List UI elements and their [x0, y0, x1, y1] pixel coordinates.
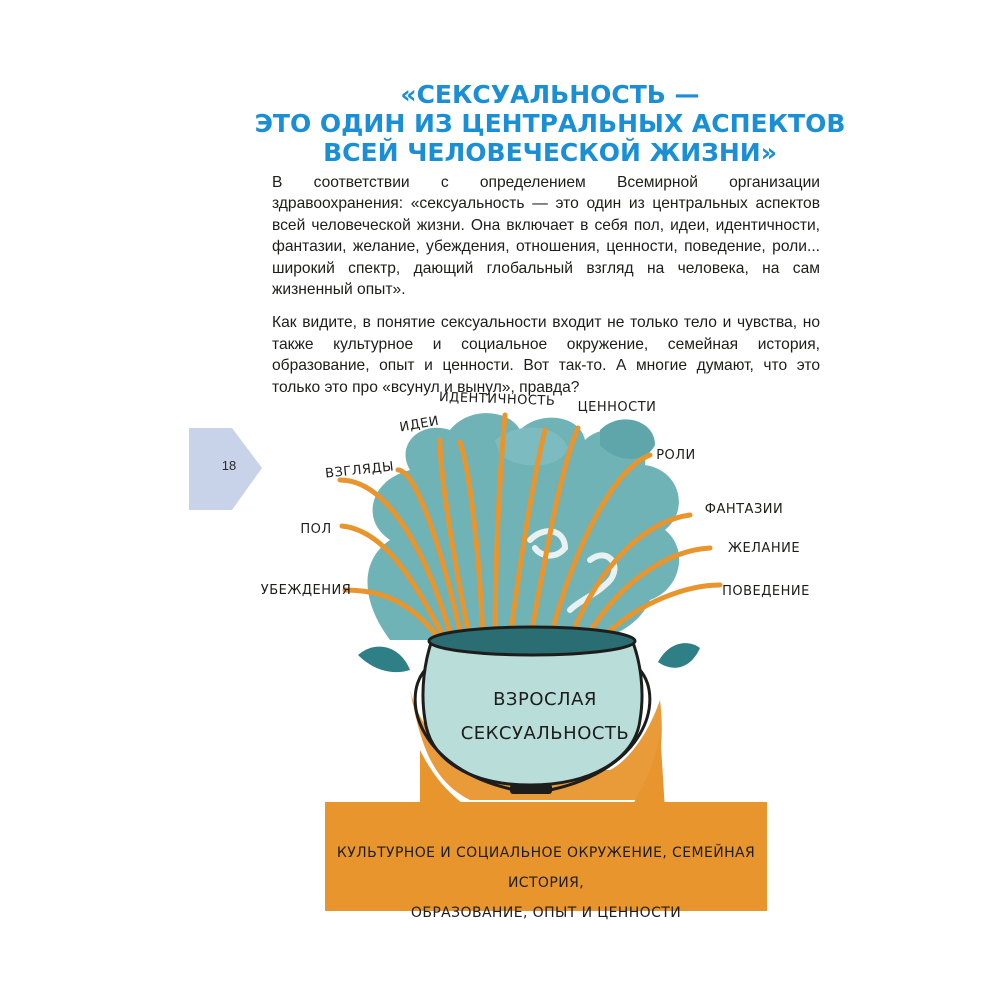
pot-label: Взрослая сексуальность [455, 683, 635, 751]
label-ideas: ИДЕИ [398, 414, 440, 436]
leaf-right [658, 643, 700, 668]
pot [413, 625, 652, 794]
page-number: 18 [221, 458, 237, 473]
foundation-block [325, 802, 767, 911]
foundation-label-line-1: Культурное и социальное окружение, семей… [336, 845, 756, 891]
label-behavior: ПОВЕДЕНИЕ [722, 584, 810, 599]
label-fantasies: ФАНТАЗИИ [705, 502, 783, 517]
body-text: В соответствии с определением Всемирной … [272, 172, 820, 410]
heading-line-3: всей человеческой жизни» [323, 138, 777, 167]
heading-line-2: это один из центральных аспектов [254, 109, 846, 138]
foundation-label-line-2: образование, опыт и ценности [410, 905, 682, 921]
idea-rays [337, 412, 723, 643]
paragraph-1: В соответствии с определением Всемирной … [272, 174, 820, 299]
label-beliefs: УБЕЖДЕНИЯ [261, 583, 351, 598]
pot-label-line-1: Взрослая [493, 689, 597, 710]
label-identity: ИДЕНТИЧНОСТЬ [439, 390, 556, 409]
label-gender: ПОЛ [300, 522, 331, 537]
label-desire: ЖЕЛАНИЕ [728, 541, 800, 556]
paragraph-2: Как видите, в понятие сексуальности вход… [272, 314, 820, 396]
heading-line-1: «Сексуальность — [400, 80, 700, 109]
label-values: ЦЕННОСТИ [578, 400, 657, 415]
leaf-left [358, 646, 410, 673]
foundation-label: Культурное и социальное окружение, семей… [326, 838, 766, 928]
page-heading: «Сексуальность — это один из центральных… [250, 80, 850, 167]
label-roles: РОЛИ [656, 448, 696, 463]
steam-cloud [367, 413, 680, 640]
pot-label-line-2: сексуальность [460, 723, 630, 744]
label-views: ВЗГЛЯДЫ [324, 459, 394, 481]
